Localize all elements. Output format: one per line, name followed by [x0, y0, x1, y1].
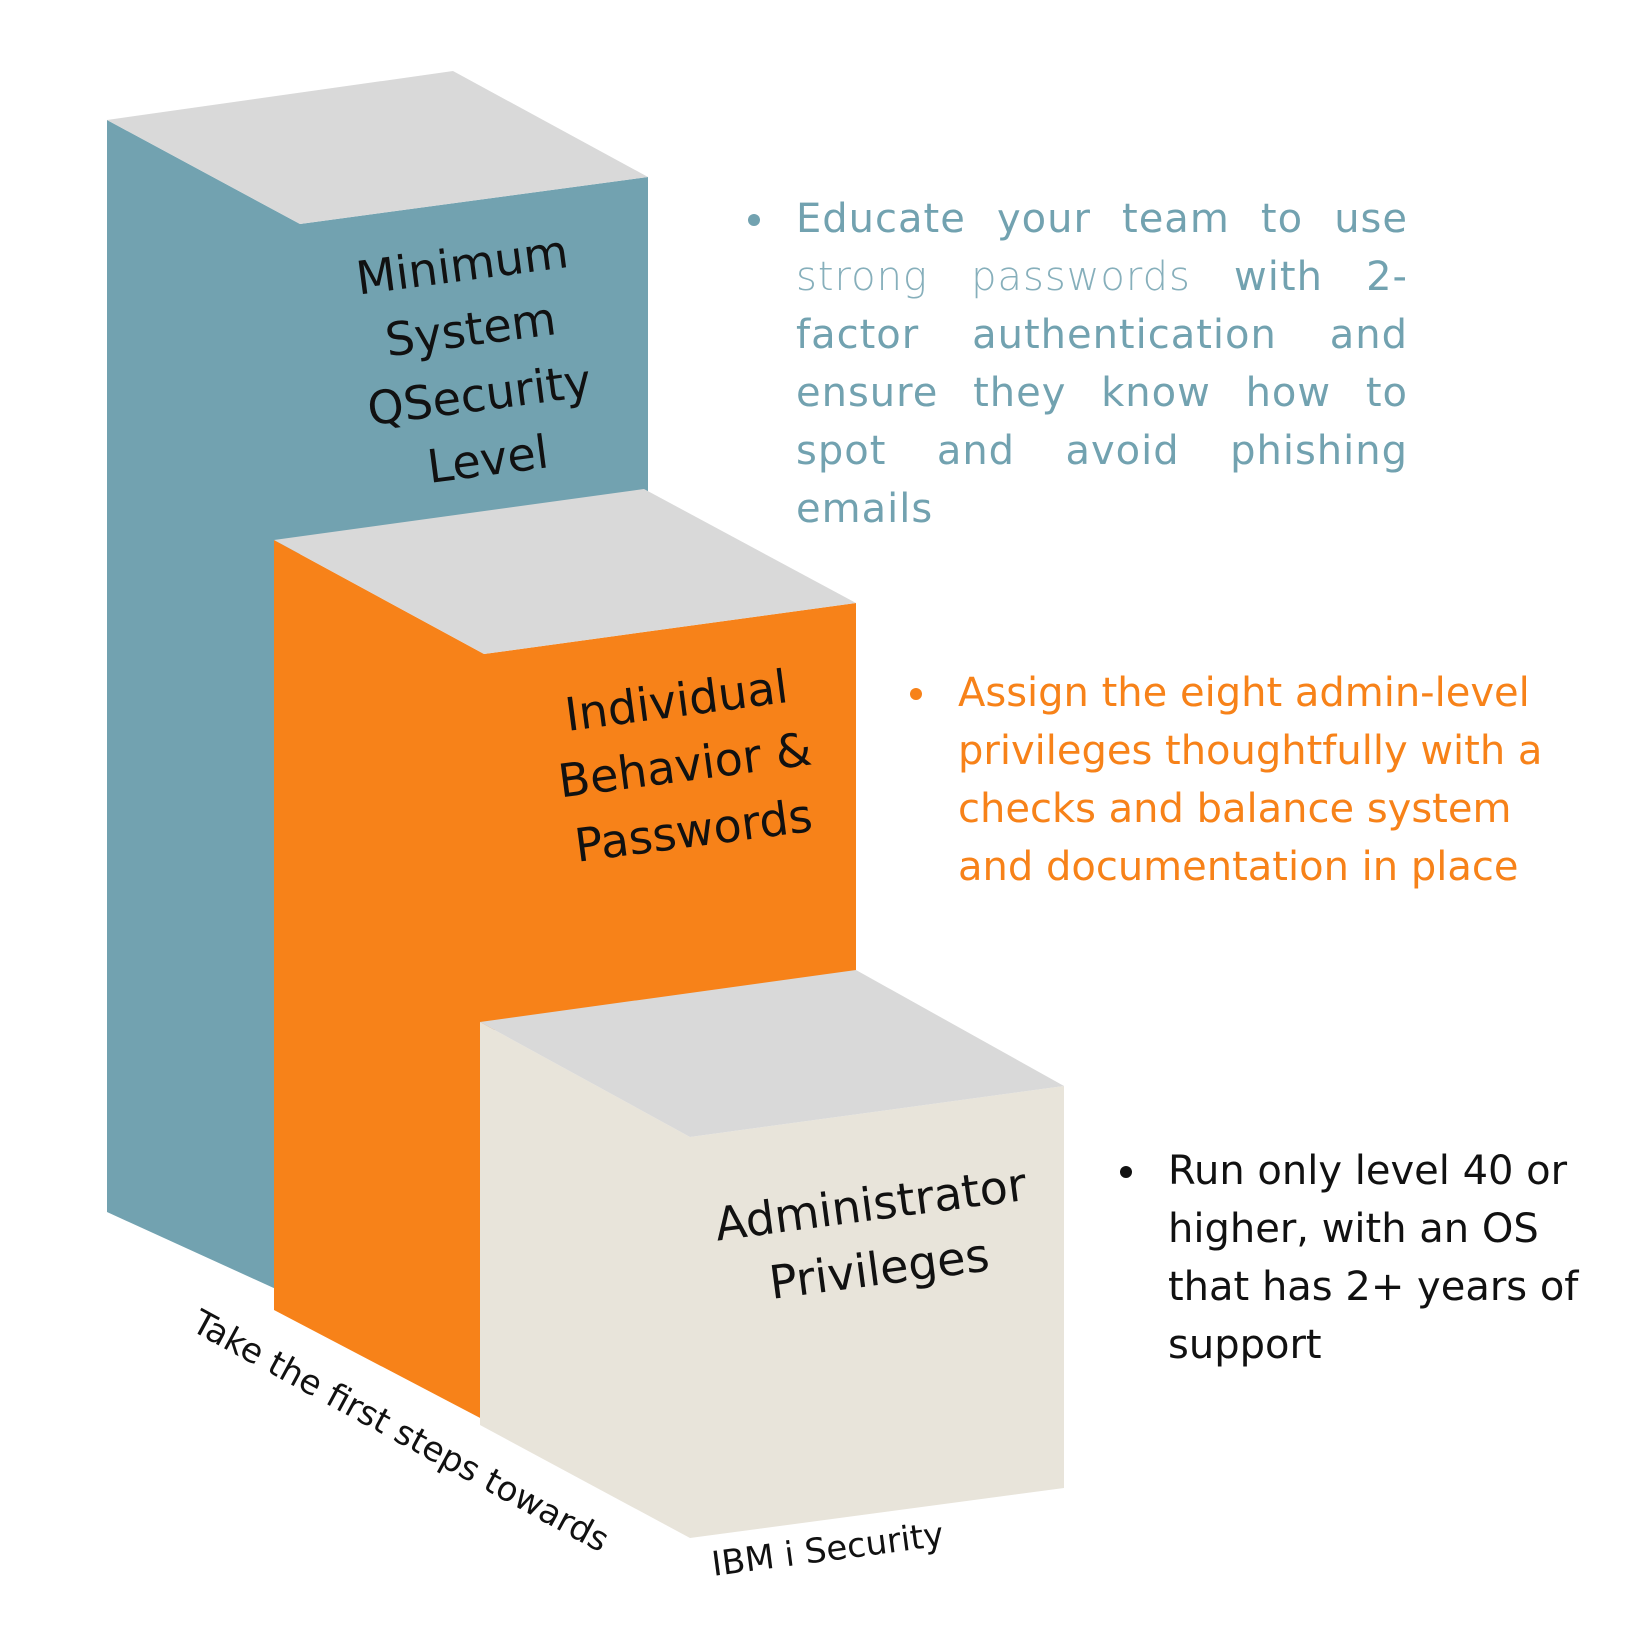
- step-2-top-face: [274, 489, 856, 654]
- step-1-side-face: [107, 120, 300, 1300]
- bullet-teal-text-part-3: with 2-factor authentication and ensure …: [796, 254, 1408, 532]
- bullet-teal: Educate your team to use strong password…: [748, 190, 1408, 538]
- bullet-dot: [910, 688, 922, 700]
- bullet-orange-text: Assign the eight admin-level privileges …: [958, 670, 1543, 890]
- bullet-orange: Assign the eight admin-level privileges …: [910, 664, 1630, 896]
- bullet-teal-text: Educate your team to use strong password…: [796, 190, 1408, 538]
- step-3-side-face: [480, 1022, 690, 1538]
- bullet-dark-text: Run only level 40 or higher, with an OS …: [1168, 1148, 1579, 1368]
- bullet-dot: [748, 214, 760, 226]
- step-1-label: Minimum System QSecurity Level: [352, 224, 595, 494]
- bullet-dark: Run only level 40 or higher, with an OS …: [1120, 1142, 1630, 1374]
- step-1-front-face: [300, 177, 648, 540]
- step-2-side-face: [274, 540, 484, 1420]
- bullet-teal-text-part-1: Educate your team to use: [796, 196, 1408, 242]
- step-3-top-face: [480, 970, 1064, 1137]
- step-3-front-face: [690, 1086, 1064, 1538]
- bullet-teal-text-part-2: strong passwords: [796, 254, 1191, 300]
- bullet-dot: [1120, 1166, 1132, 1178]
- step-2-front-face: [484, 603, 856, 1030]
- step-1-top-face: [107, 71, 648, 224]
